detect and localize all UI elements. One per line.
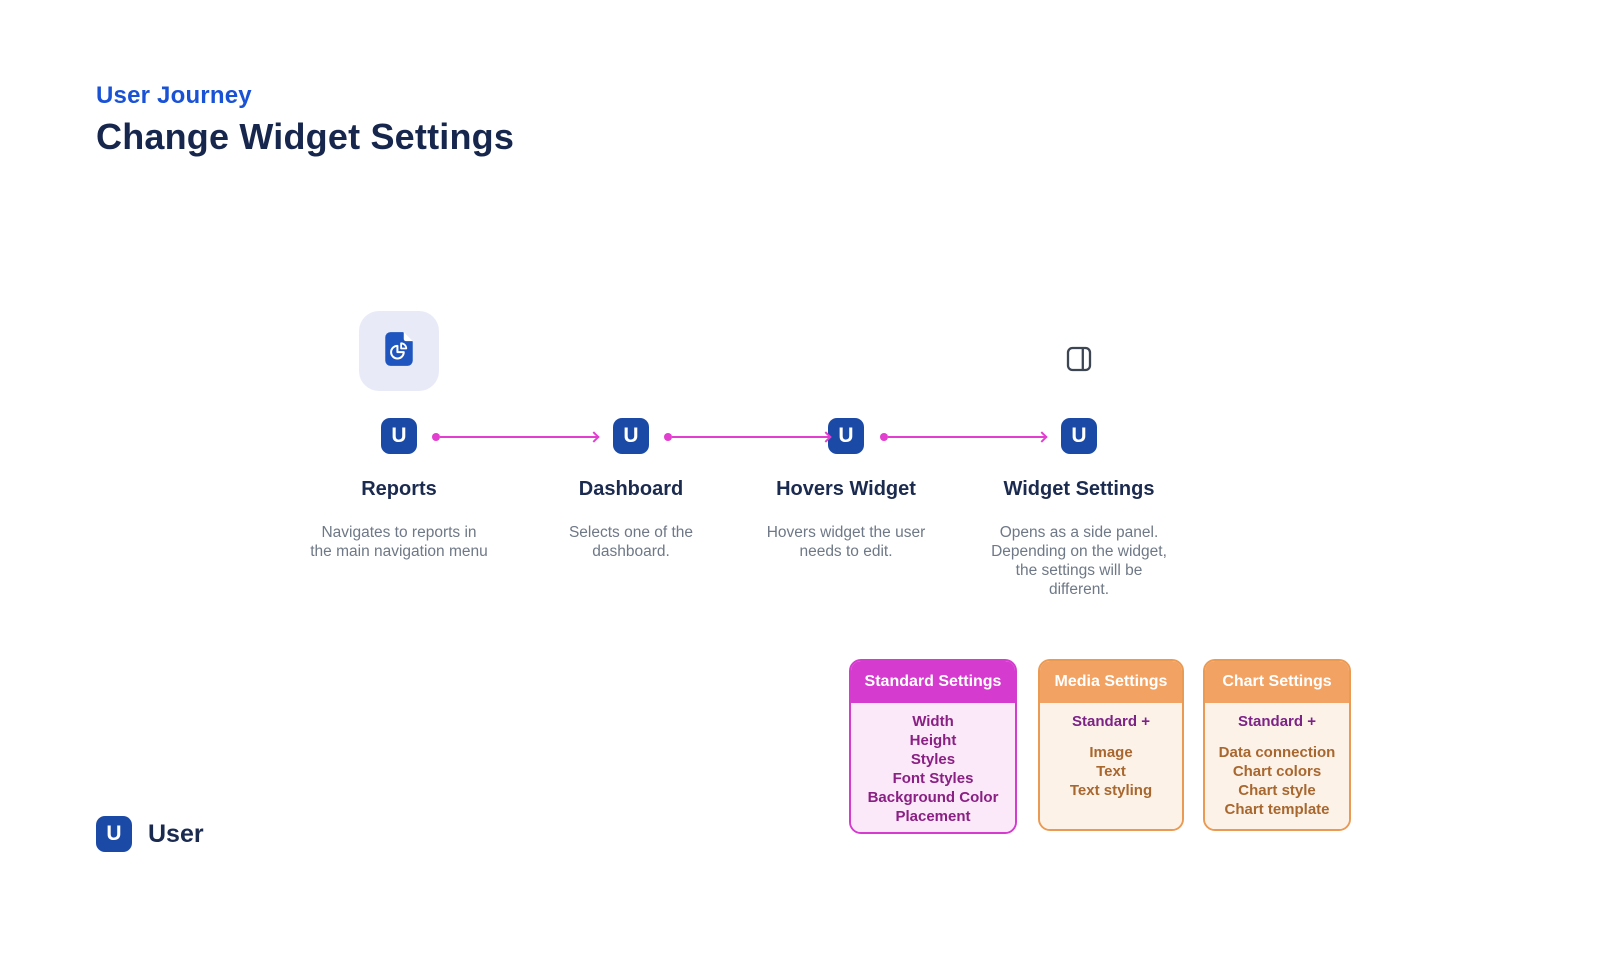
arrow-head-icon bbox=[820, 431, 832, 443]
step-description-dashboard: Selects one of the dashboard. bbox=[568, 524, 694, 560]
standard-settings-card: Standard Settings Width Height Styles Fo… bbox=[849, 659, 1017, 834]
media-settings-card-body: Standard + Image Text Text styling bbox=[1040, 703, 1182, 829]
setting-item: Chart colors bbox=[1232, 763, 1322, 780]
setting-item: Font Styles bbox=[892, 770, 974, 787]
setting-item: Placement bbox=[895, 808, 971, 825]
user-badge-widget-settings: U bbox=[1061, 418, 1097, 454]
step-description-widget-settings: Opens as a side panel. Depending on the … bbox=[991, 524, 1167, 598]
arrow-start-dot bbox=[664, 433, 672, 441]
setting-item: Image bbox=[1089, 744, 1133, 761]
user-badge-reports: U bbox=[381, 418, 417, 454]
arrow-start-dot bbox=[880, 433, 888, 441]
user-legend-badge: U bbox=[96, 816, 132, 852]
arrow-line bbox=[440, 436, 599, 438]
setting-item: Styles bbox=[910, 751, 956, 768]
arrow-line bbox=[888, 436, 1047, 438]
standard-plus-label: Standard + bbox=[1238, 713, 1316, 730]
step-description-reports: Navigates to reports in the main navigat… bbox=[310, 524, 488, 560]
setting-item: Data connection bbox=[1218, 744, 1336, 761]
setting-item: Chart template bbox=[1224, 801, 1330, 818]
flow-arrow-2 bbox=[664, 430, 832, 444]
actor-legend: U User bbox=[96, 816, 204, 852]
media-settings-card-title: Media Settings bbox=[1040, 661, 1182, 703]
media-settings-card: Media Settings Standard + Image Text Tex… bbox=[1038, 659, 1184, 831]
user-badge-dashboard: U bbox=[613, 418, 649, 454]
setting-item: Background Color bbox=[867, 789, 999, 806]
page-title: Change Widget Settings bbox=[96, 116, 515, 157]
arrow-head-icon bbox=[588, 431, 600, 443]
step-label-widget-settings: Widget Settings bbox=[1003, 478, 1155, 500]
user-legend-label: User bbox=[148, 819, 204, 848]
reports-touchpoint-tile bbox=[359, 311, 439, 391]
step-label-hovers-widget: Hovers Widget bbox=[776, 478, 916, 500]
step-label-reports: Reports bbox=[361, 478, 437, 500]
side-panel-icon bbox=[1066, 346, 1092, 372]
setting-item: Chart style bbox=[1238, 782, 1316, 799]
setting-item: Text styling bbox=[1069, 782, 1153, 799]
journey-eyebrow: User Journey bbox=[96, 82, 252, 109]
report-document-icon bbox=[380, 330, 418, 373]
chart-settings-card-body: Standard + Data connection Chart colors … bbox=[1205, 703, 1349, 829]
arrow-start-dot bbox=[432, 433, 440, 441]
chart-settings-card-title: Chart Settings bbox=[1205, 661, 1349, 703]
setting-item: Text bbox=[1096, 763, 1126, 780]
standard-plus-label: Standard + bbox=[1072, 713, 1150, 730]
setting-item: Width bbox=[912, 713, 954, 730]
flow-arrow-3 bbox=[880, 430, 1048, 444]
standard-settings-card-title: Standard Settings bbox=[851, 661, 1015, 703]
flow-arrow-1 bbox=[432, 430, 600, 444]
step-description-hovers-widget: Hovers widget the user needs to edit. bbox=[766, 524, 926, 560]
user-badge-hovers-widget: U bbox=[828, 418, 864, 454]
setting-item: Height bbox=[909, 732, 957, 749]
chart-settings-card: Chart Settings Standard + Data connectio… bbox=[1203, 659, 1351, 831]
standard-settings-card-body: Width Height Styles Font Styles Backgrou… bbox=[851, 703, 1015, 832]
step-label-dashboard: Dashboard bbox=[578, 478, 684, 500]
arrow-line bbox=[672, 436, 831, 438]
arrow-head-icon bbox=[1036, 431, 1048, 443]
